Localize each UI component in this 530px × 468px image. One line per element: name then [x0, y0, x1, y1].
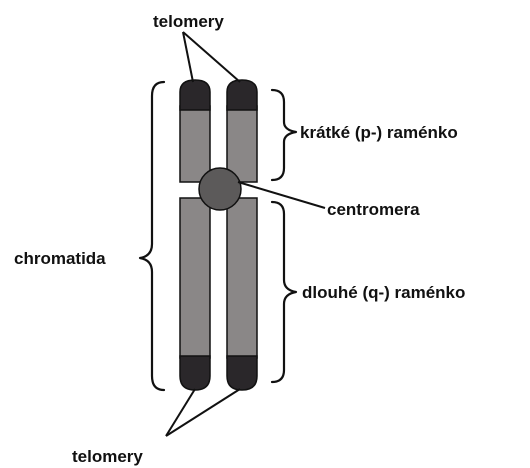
centromere — [199, 168, 241, 210]
right-bottom-telomere — [227, 356, 257, 390]
label-q-arm: dlouhé (q-) raménko — [302, 283, 465, 302]
label-centromere: centromera — [327, 200, 420, 219]
right-q-arm — [227, 198, 257, 358]
left-chromatid — [180, 80, 210, 390]
pointer-telomere-bottom-left — [166, 389, 195, 436]
brace-chromatid — [140, 82, 164, 390]
brace-q-arm — [272, 202, 296, 382]
label-telomery-bottom: telomery — [72, 447, 143, 466]
left-p-arm — [180, 106, 210, 182]
left-top-telomere — [180, 80, 210, 110]
right-top-telomere — [227, 80, 257, 110]
label-telomery-top: telomery — [153, 12, 224, 31]
brace-p-arm — [272, 90, 296, 180]
label-p-arm: krátké (p-) raménko — [300, 123, 458, 142]
label-chromatid: chromatida — [14, 249, 106, 268]
left-bottom-telomere — [180, 356, 210, 390]
right-chromatid — [227, 80, 257, 390]
pointer-telomere-bottom-right — [166, 389, 240, 436]
left-q-arm — [180, 198, 210, 358]
